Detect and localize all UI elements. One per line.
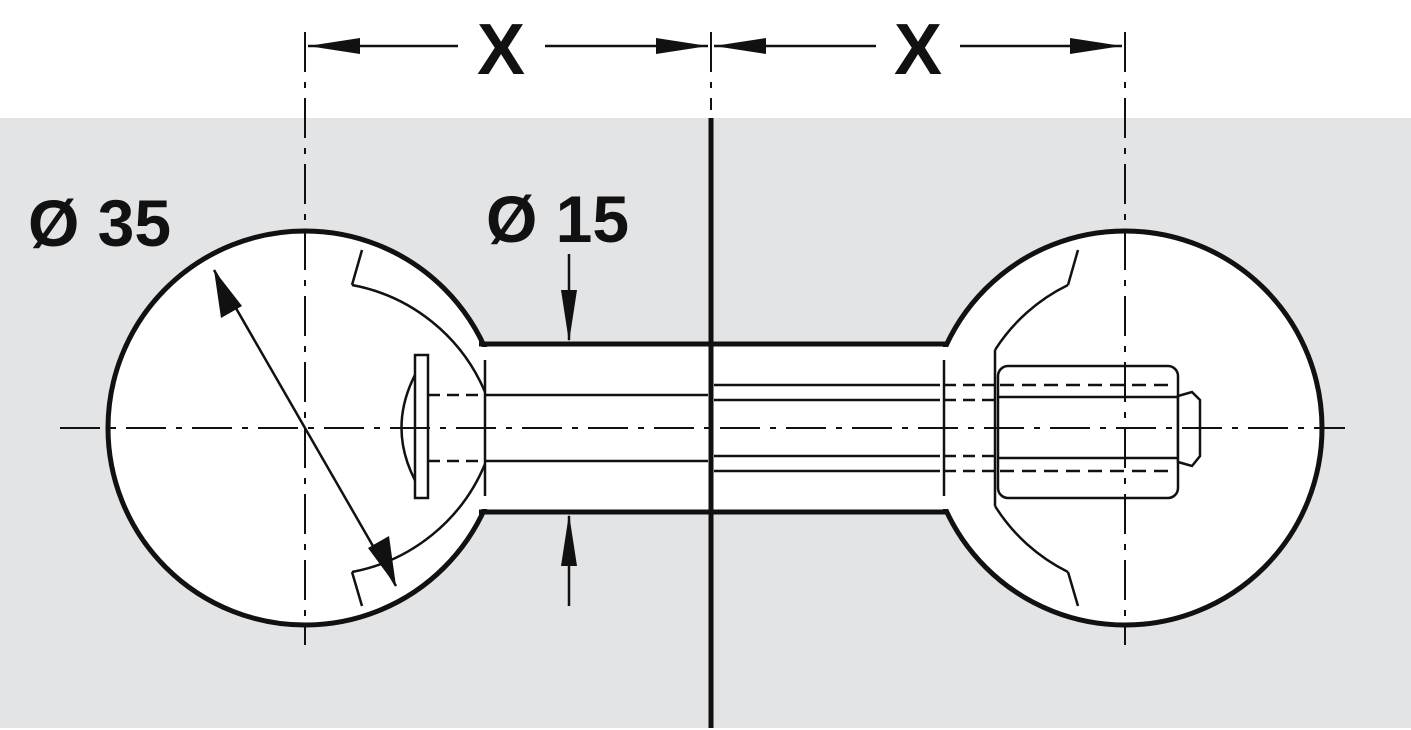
left-spacing-label: X xyxy=(477,10,525,90)
sphere-diameter-dimension xyxy=(212,269,398,587)
shaft-details xyxy=(485,383,940,473)
arrowhead xyxy=(714,38,766,54)
sphere-diameter-label: Ø 35 xyxy=(28,186,171,260)
shaft-diameter-dimension xyxy=(561,254,577,606)
spacing-dimension xyxy=(308,38,1122,54)
arrowhead xyxy=(656,38,708,54)
arrowhead xyxy=(308,38,360,54)
center-lines xyxy=(60,32,1345,645)
shaft-diameter-label: Ø 15 xyxy=(486,182,629,256)
right-spacing-label: X xyxy=(894,10,942,90)
arrowhead xyxy=(1070,38,1122,54)
